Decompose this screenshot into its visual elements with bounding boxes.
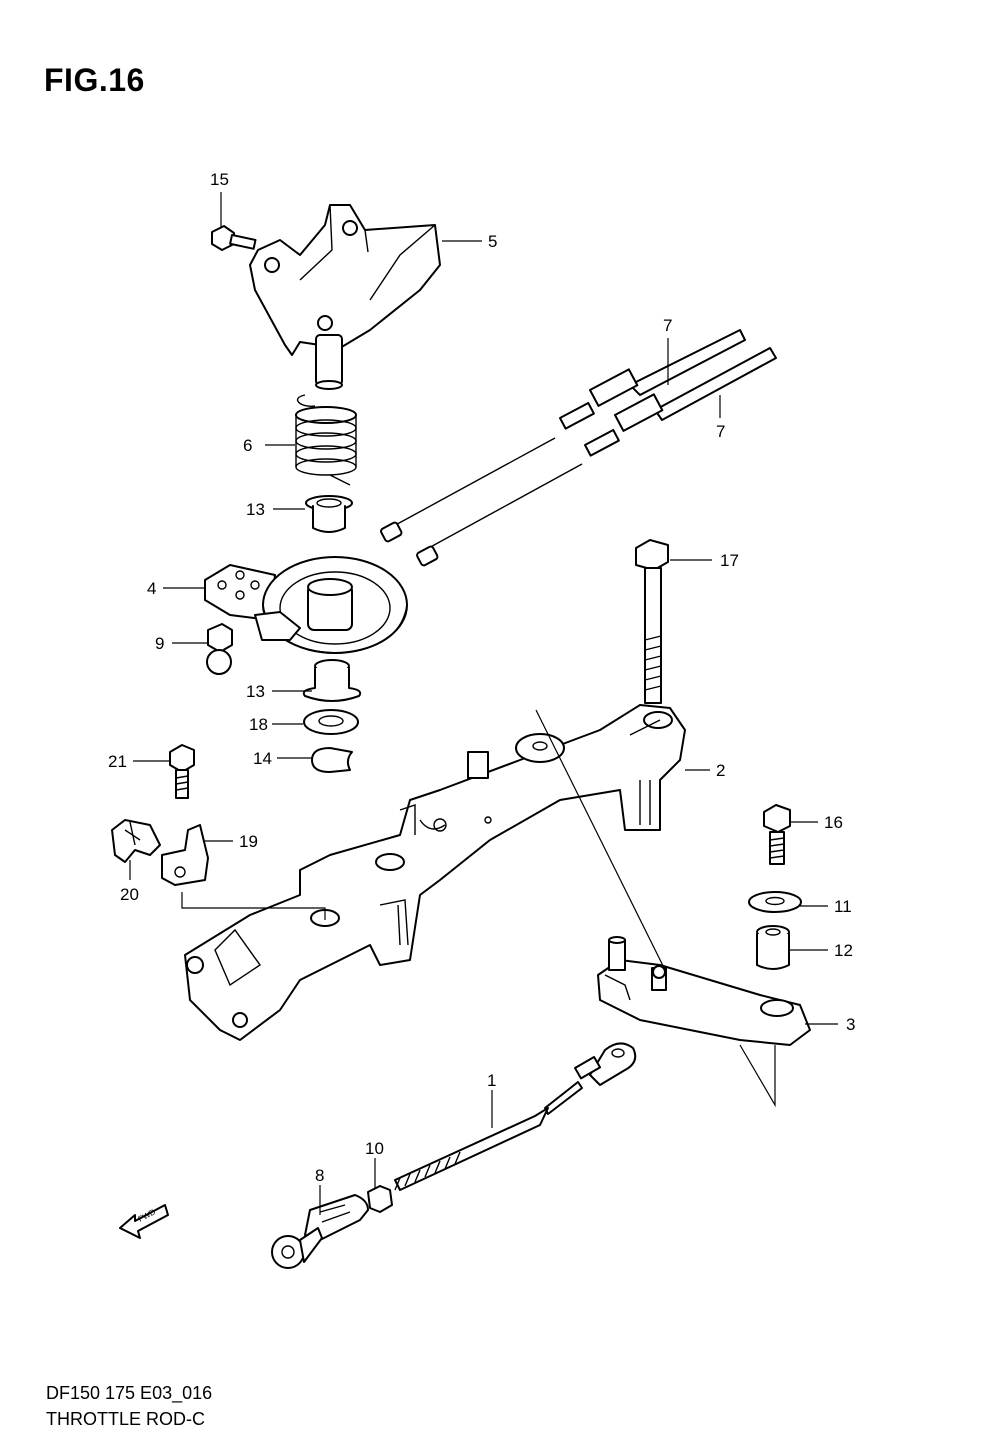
callout-11: 11 xyxy=(834,897,852,916)
part-1-throttle-rod xyxy=(394,1042,637,1191)
part-9-pin xyxy=(206,623,233,675)
callout-7-upper: 7 xyxy=(663,316,672,335)
callout-leaders xyxy=(129,192,838,1215)
callout-13-upper: 13 xyxy=(246,500,265,519)
part-20-cable-clip xyxy=(111,819,161,863)
callout-21: 21 xyxy=(108,752,127,771)
callout-4: 4 xyxy=(147,579,156,598)
callout-20: 20 xyxy=(120,885,139,904)
callout-10: 10 xyxy=(365,1139,384,1158)
part-21-bolt xyxy=(169,744,195,799)
callout-12: 12 xyxy=(834,941,853,960)
part-2-throttle-arm xyxy=(184,704,686,1041)
callout-8: 8 xyxy=(315,1166,324,1185)
part-5-bracket xyxy=(249,204,441,390)
part-14-e-clip xyxy=(311,747,353,773)
part-8-rod-end xyxy=(271,1194,369,1269)
part-11-washer xyxy=(748,891,802,913)
callout-18: 18 xyxy=(249,715,268,734)
part-10-nut xyxy=(367,1185,393,1213)
callout-5: 5 xyxy=(488,232,497,251)
callout-6: 6 xyxy=(243,436,252,455)
callout-13-lower: 13 xyxy=(246,682,265,701)
callout-labels: 15 5 7 7 6 13 17 4 9 13 18 14 2 21 19 16… xyxy=(108,170,855,1185)
part-16-bolt xyxy=(763,804,791,865)
callout-7-lower: 7 xyxy=(716,422,725,441)
callout-16: 16 xyxy=(824,813,843,832)
callout-3: 3 xyxy=(846,1015,855,1034)
part-3-lever xyxy=(597,936,811,1046)
part-6-spring xyxy=(295,394,357,486)
part-4-throttle-lever xyxy=(204,556,408,654)
part-13-bushing-lower xyxy=(302,659,362,702)
part-17-long-bolt xyxy=(635,539,669,704)
callout-15: 15 xyxy=(210,170,229,189)
callout-9: 9 xyxy=(155,634,164,653)
fwd-arrow-icon: FWD xyxy=(119,1204,169,1239)
part-15-bolt xyxy=(211,225,257,251)
model-code: DF150 175 E03_016 xyxy=(46,1383,213,1403)
part-7-throttle-cables xyxy=(380,329,777,567)
callout-2: 2 xyxy=(716,761,725,780)
part-19-clamp-plate xyxy=(161,824,209,886)
callout-19: 19 xyxy=(239,832,258,851)
part-12-collar xyxy=(756,925,790,970)
figure-title: FIG.16 xyxy=(44,62,145,98)
assembly-name: THROTTLE ROD-C xyxy=(46,1409,205,1429)
part-18-washer xyxy=(303,709,359,735)
callout-17: 17 xyxy=(720,551,739,570)
callout-1: 1 xyxy=(487,1071,496,1090)
part-13-bushing-upper xyxy=(305,495,353,533)
callout-14: 14 xyxy=(253,749,272,768)
